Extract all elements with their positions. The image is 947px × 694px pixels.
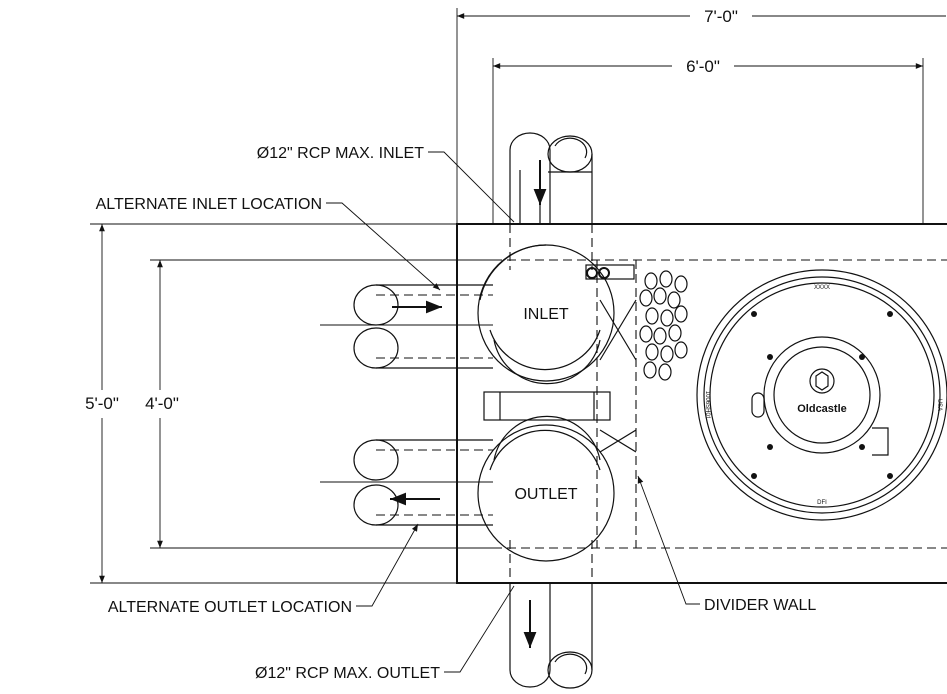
inlet-chamber: INLET [477,244,615,385]
callout-alt-outlet-label: ALTERNATE OUTLET LOCATION [108,599,352,616]
alternate-inlet-pipe [320,284,493,369]
dimension-inner-width: 4'-0" [145,259,493,549]
callout-outlet-pipe: Ø12" RCP MAX. OUTLET [255,585,515,682]
dimension-overall-width: 5'-0" [85,223,457,584]
alternate-outlet-pipe [320,439,493,526]
outlet-pipe [509,540,593,689]
cover-logo-icon [809,368,835,394]
cover-top-mark: XXXX [814,285,830,291]
dimension-overall-width-label: 5'-0" [85,394,119,413]
chamber-connector [483,299,637,453]
cover-bottom-mark: DFI [817,500,827,506]
baffle-fitting [585,264,635,280]
callout-inlet-pipe-label: Ø12" RCP MAX. INLET [257,145,424,162]
callout-alt-inlet: ALTERNATE INLET LOCATION [96,196,441,291]
stone-fill [639,270,688,381]
dimension-overall-length: 7'-0" [456,7,946,224]
vault-outline [456,223,947,584]
inlet-pipe [509,132,593,270]
callout-outlet-pipe-label: Ø12" RCP MAX. OUTLET [255,665,440,682]
cover-right-mark: USA [936,399,942,411]
dimension-overall-length-label: 7'-0" [704,7,738,26]
cover-left-mark: 1006SH01 [704,391,710,420]
dimension-inner-length: 6'-0" [492,57,924,224]
cover-brand-text: Oldcastle [797,403,847,415]
callout-alt-outlet: ALTERNATE OUTLET LOCATION [108,523,419,616]
dimension-inner-width-label: 4'-0" [145,394,179,413]
outlet-chamber-label: OUTLET [514,486,577,503]
callout-divider-wall-label: DIVIDER WALL [704,597,816,614]
dimension-inner-length-label: 6'-0" [686,57,720,76]
manhole-cover: Oldcastle XXXX DFI USA 1006SH01 [696,269,947,521]
inlet-chamber-label: INLET [523,306,569,323]
outlet-chamber: OUTLET [477,415,615,562]
callout-alt-inlet-label: ALTERNATE INLET LOCATION [96,196,322,213]
callout-divider-wall: DIVIDER WALL [637,475,816,614]
callout-inlet-pipe: Ø12" RCP MAX. INLET [257,145,515,223]
